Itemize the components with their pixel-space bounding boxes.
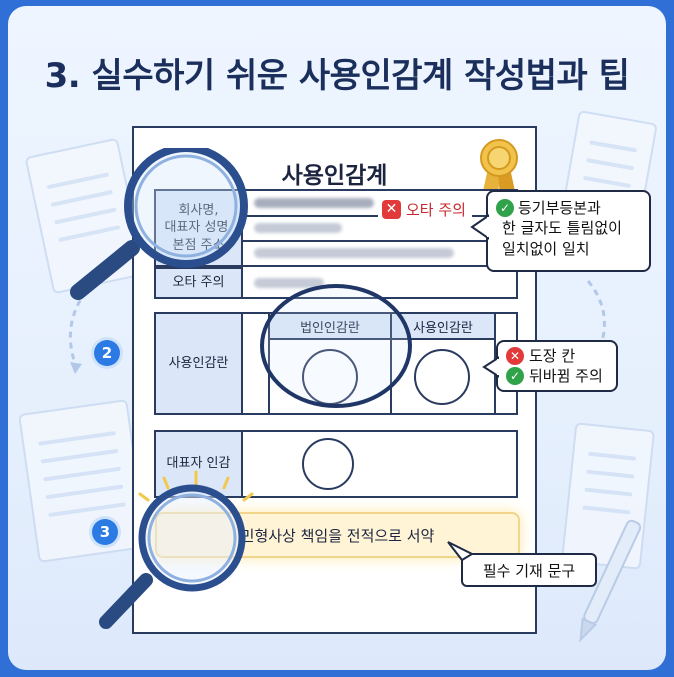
magnifier-icon-top xyxy=(70,148,248,300)
page-title: 3. 실수하기 쉬운 사용인감계 작성법과 팁 xyxy=(44,56,630,96)
pledge-highlight: 민형사상 책임을 전적으로 서약 xyxy=(155,512,520,558)
stamp-callout: ✕ 도장 칸 ✓ 뒤바뀜 주의 xyxy=(496,340,618,392)
rep-seal-label: 대표자 인감 xyxy=(166,456,231,472)
step-number-2: 2 xyxy=(94,340,120,366)
registry-line-2: 한 글자도 틀림없이 xyxy=(502,219,622,238)
x-round-icon: ✕ xyxy=(506,347,524,366)
registry-line-3: 일치없이 일치 xyxy=(502,239,590,258)
typo-row-label-cell: 오타 주의 xyxy=(156,267,243,297)
rep-seal-section: 대표자 인감 xyxy=(154,430,518,498)
blurred-typo-value xyxy=(254,278,324,288)
blurred-company-name xyxy=(254,198,374,208)
glow-rays-icon xyxy=(138,470,254,502)
required-text-callout: 필수 기재 문구 xyxy=(461,553,597,587)
blurred-rep-name xyxy=(254,223,342,233)
corp-seal-header: 법인인감란 xyxy=(300,317,360,336)
seal-section-label-cell: 사용인감란 xyxy=(156,314,243,413)
x-mark-icon: ✕ xyxy=(382,199,401,219)
magnifier-lens-center xyxy=(260,284,412,408)
required-text-label: 필수 기재 문구 xyxy=(482,561,576,580)
rep-seal-circle xyxy=(302,438,354,490)
check-icon: ✓ xyxy=(496,199,514,218)
document-title: 사용인감계 xyxy=(281,163,388,189)
pledge-text: 민형사상 책임을 전적으로 서약 xyxy=(240,526,435,545)
callout-pointer-stamp xyxy=(482,356,500,378)
dashed-arrow-left-icon xyxy=(68,290,88,374)
stamp-item-1: 도장 칸 xyxy=(529,347,576,365)
callout-pointer-registry xyxy=(470,214,490,240)
registry-line-1: 등기부등본과 xyxy=(518,199,601,217)
seal-section-label: 사용인감란 xyxy=(168,355,229,371)
use-seal-header: 사용인감란 xyxy=(413,320,473,336)
seal-section: 사용인감란 법인인감란 사용인감란 xyxy=(154,312,518,415)
company-info-label-cell: 회사명, 대표자 성명, 본점 주소 xyxy=(156,191,243,265)
blurred-address xyxy=(254,248,454,258)
corp-seal-column: 법인인감란 xyxy=(268,314,392,413)
pen-icon xyxy=(579,519,642,643)
typo-warning-text: 오타 주의 xyxy=(406,200,466,219)
stamp-item-2: 뒤바뀜 주의 xyxy=(529,367,603,386)
check-icon: ✓ xyxy=(506,367,524,386)
corp-seal-circle xyxy=(302,349,358,405)
registry-callout: ✓ 등기부등본과 한 글자도 틀림없이 일치없이 일치 xyxy=(486,190,651,272)
company-info-label: 회사명, 대표자 성명, 본점 주소 xyxy=(164,202,232,255)
use-seal-circle xyxy=(414,349,470,405)
typo-warning-tag: ✕ 오타 주의 xyxy=(378,196,472,222)
callout-pointer-required xyxy=(447,541,475,562)
magnifier-icon-bottom xyxy=(99,484,246,629)
typo-row-label: 오타 주의 xyxy=(172,275,225,291)
step-number-3: 3 xyxy=(92,519,118,545)
